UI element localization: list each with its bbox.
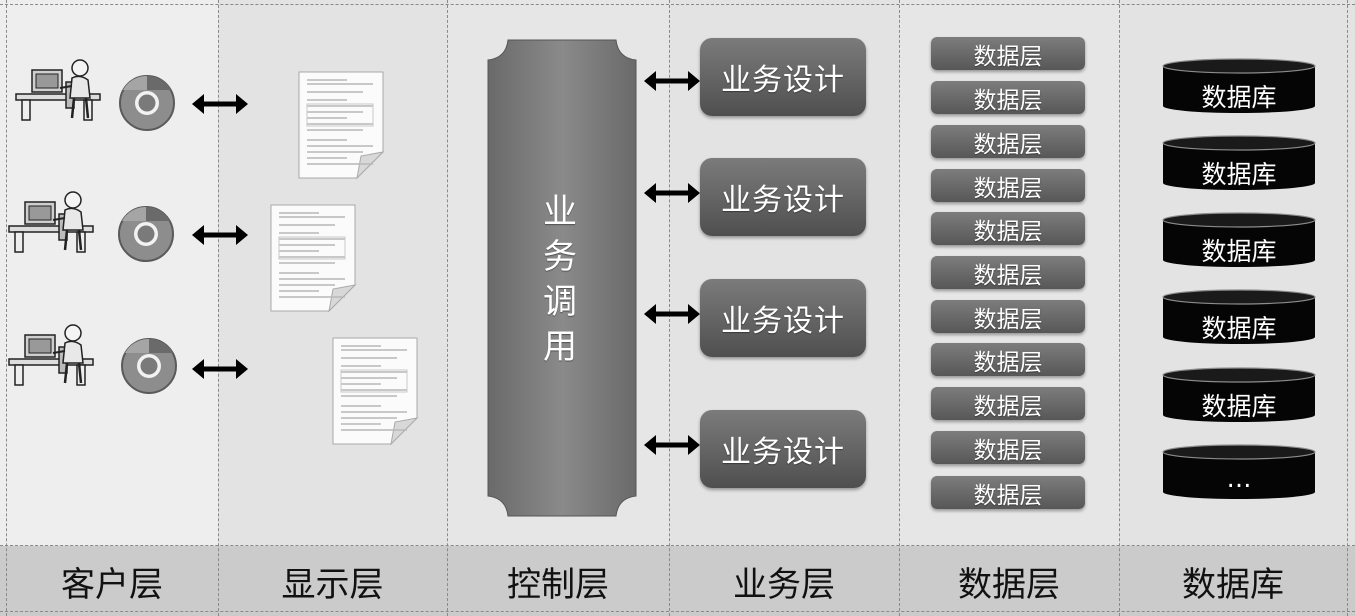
user-at-computer-icon [8, 324, 94, 386]
data-layer-box: 数据层 [931, 169, 1085, 202]
control-block [487, 39, 637, 517]
business-design-box: 业务设计 [700, 158, 866, 236]
data-layer-box: 数据层 [931, 37, 1085, 70]
database-cylinder [1162, 212, 1316, 267]
data-layer-box: 数据层 [931, 343, 1085, 376]
divider [218, 0, 219, 616]
double-arrow-icon [644, 71, 700, 91]
divider [0, 4, 1355, 5]
double-arrow-icon [644, 304, 700, 324]
document-page-icon [270, 204, 357, 313]
double-arrow-icon [192, 225, 248, 245]
document-page-icon [298, 71, 385, 180]
divider [669, 0, 670, 616]
database-cylinder [1162, 444, 1316, 499]
control-label-char: 用 [543, 327, 577, 367]
layer-label-database: 数据库 [1182, 564, 1284, 605]
document-page-icon [332, 337, 419, 446]
divider [1119, 0, 1120, 616]
divider [447, 0, 448, 616]
control-label-char: 业 [543, 192, 577, 232]
database-label: 数据库 [1201, 392, 1277, 421]
data-layer-box: 数据层 [931, 125, 1085, 158]
data-layer-box: 数据层 [931, 212, 1085, 245]
double-arrow-icon [644, 183, 700, 203]
browser-icon [119, 75, 175, 131]
data-layer-box: 数据层 [931, 476, 1085, 509]
layer-label-business: 业务层 [733, 564, 835, 605]
database-label: 数据库 [1201, 160, 1277, 189]
double-arrow-icon [192, 359, 248, 379]
divider [6, 0, 7, 616]
layer-label-client: 客户层 [61, 564, 163, 605]
business-design-box: 业务设计 [700, 410, 866, 488]
browser-icon [121, 338, 177, 394]
divider [0, 611, 1355, 612]
layer-label-control: 控制层 [507, 564, 609, 605]
divider [899, 0, 900, 616]
database-label: 数据库 [1201, 314, 1277, 343]
control-label-char: 务 [543, 237, 577, 277]
database-label: 数据库 [1201, 83, 1277, 112]
business-design-box: 业务设计 [700, 38, 866, 116]
data-layer-box: 数据层 [931, 81, 1085, 114]
data-layer-box: 数据层 [931, 387, 1085, 420]
database-cylinder [1162, 367, 1316, 422]
database-cylinder [1162, 289, 1316, 344]
data-layer-box: 数据层 [931, 300, 1085, 333]
divider [1347, 0, 1348, 616]
layer-label-display: 显示层 [281, 564, 384, 605]
data-layer-box: 数据层 [931, 431, 1085, 464]
browser-icon [118, 206, 174, 262]
layer-label-data: 数据层 [958, 564, 1060, 605]
business-design-box: 业务设计 [700, 279, 866, 357]
double-arrow-icon [644, 435, 700, 455]
divider [0, 545, 1355, 546]
data-layer-box: 数据层 [931, 256, 1085, 289]
footer-band [0, 546, 1355, 616]
database-cylinder [1162, 58, 1316, 113]
database-cylinder [1162, 135, 1316, 190]
user-at-computer-icon [15, 59, 101, 121]
control-block-label: 业 务 调 用 [510, 190, 610, 370]
control-label-char: 调 [543, 282, 577, 322]
database-label: 数据库 [1201, 237, 1277, 266]
user-at-computer-icon [8, 191, 94, 253]
database-label: … [1226, 464, 1252, 493]
double-arrow-icon [192, 94, 248, 114]
